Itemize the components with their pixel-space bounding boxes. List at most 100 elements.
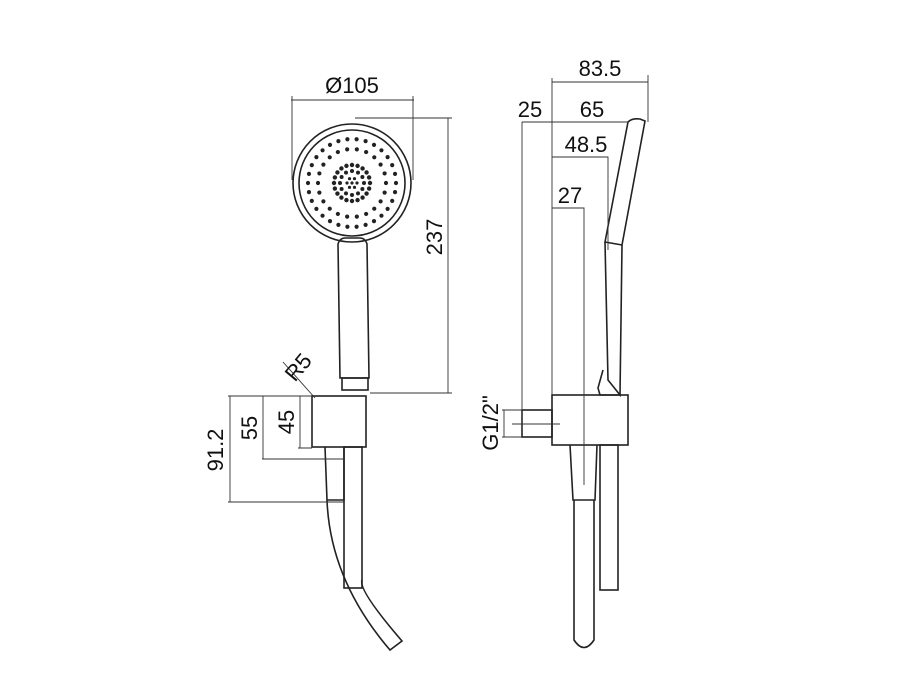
nozzle-dot [393,180,399,186]
nozzle-dot [354,214,359,219]
nozzle-dot [383,180,389,186]
height-dimension [355,117,452,394]
nozzle-dot [378,199,383,204]
nozzle-dot [364,211,369,217]
shower-head-side [604,118,646,246]
bracket-block-side [551,394,629,446]
nozzle-dot [309,163,314,168]
bracket-block-dimension [298,396,312,449]
nozzle-dot [344,197,349,203]
nozzle-dot [364,170,369,175]
nozzle-dot [339,166,344,171]
nozzle-dot [335,191,340,196]
nozzle-dot [336,139,341,144]
nozzle-dot [366,186,372,191]
overall-depth-dimension [551,75,649,395]
handle-cap [341,377,369,391]
nozzle-dot [309,198,314,203]
nozzle-dot [355,197,360,203]
hose-nut-side [569,444,598,501]
nozzle-dot [352,177,357,181]
head-depth-label: 65 [580,97,604,122]
nozzle-dot [378,162,383,167]
hose-offset-label: 27 [558,183,582,208]
nozzle-dot [306,171,312,176]
hose-offset-dimension [552,207,585,485]
nozzle-dot [360,166,365,171]
side-view: 83.5 25 65 48.5 27 G1/2" [478,56,649,649]
nozzle-dot [336,222,341,227]
nozzle-dot [390,198,395,203]
bracket-mid-dimension [262,396,344,460]
handle-side [604,241,623,398]
nozzle-dot [360,187,365,191]
nozzle-dot [385,206,390,211]
nozzle-dot [352,185,357,189]
nozzle-dot [355,163,360,169]
nozzle-dot [354,224,359,229]
nozzle-dot [385,155,390,160]
nozzle-dot [321,199,326,204]
overall-depth-label: 83.5 [579,56,622,81]
nozzle-dot [320,213,325,218]
nozzle-dot [379,148,384,153]
nozzle-dot [332,186,338,191]
nozzle-dot [356,170,360,175]
nozzle-dot [382,171,387,176]
diameter-label: Ø105 [325,73,379,98]
nozzle-dot [327,142,333,147]
nozzle-dot [354,147,359,152]
nozzle-dot [332,175,338,180]
nozzle-dot [345,181,349,185]
nozzle-dot [392,190,398,195]
nozzle-dot [363,139,368,144]
nozzle-dot [350,181,354,185]
nozzle-dot [327,219,333,224]
nozzle-dot [345,214,350,219]
nozzle-dot [350,193,354,197]
nozzle-dot [314,206,319,211]
nozzle-dot [354,137,359,142]
nozzle-dot [362,181,366,185]
nozzle-dot [347,185,352,189]
nozzle-dot [339,175,344,179]
hose-nut [324,446,345,501]
nozzle-dot [371,219,377,224]
diameter-dimension [291,96,414,180]
bracket-arm [343,446,363,589]
radius-label: R5 [280,348,317,386]
nozzle-dot [363,222,368,227]
thread-dimension [502,409,560,438]
nozzle-dot [339,187,344,191]
nozzle-dot [367,180,373,186]
front-view: Ø105 237 R5 91.2 55 45 [203,73,452,652]
nozzle-dot [364,149,369,155]
nozzle-pattern [305,137,399,229]
nozzle-dot [338,181,342,185]
radius-leader [282,361,316,399]
nozzle-dot [355,181,359,185]
nozzle-dot [379,213,384,218]
nozzle-dot [360,175,365,179]
handle-depth-dimension [552,156,609,250]
wall-bracket [311,395,367,448]
nozzle-dot [390,163,395,168]
nozzle-dot [366,175,372,180]
nozzle-dot [350,169,354,173]
thread-label: G1/2" [478,395,503,451]
nozzle-dot [321,162,326,167]
nozzle-dot [345,137,350,142]
inlet-thread [521,409,553,438]
nozzle-dot [345,224,350,229]
nozzle-dot [344,170,348,175]
nozzle-dot [327,155,332,160]
nozzle-dot [320,148,325,153]
nozzle-dot [339,195,344,200]
nozzle-dot [314,155,319,160]
handle [337,237,370,379]
nozzle-dot [349,162,355,168]
nozzle-dot [315,180,321,186]
nozzle-dot [392,171,398,176]
nozzle-dot [360,195,365,200]
